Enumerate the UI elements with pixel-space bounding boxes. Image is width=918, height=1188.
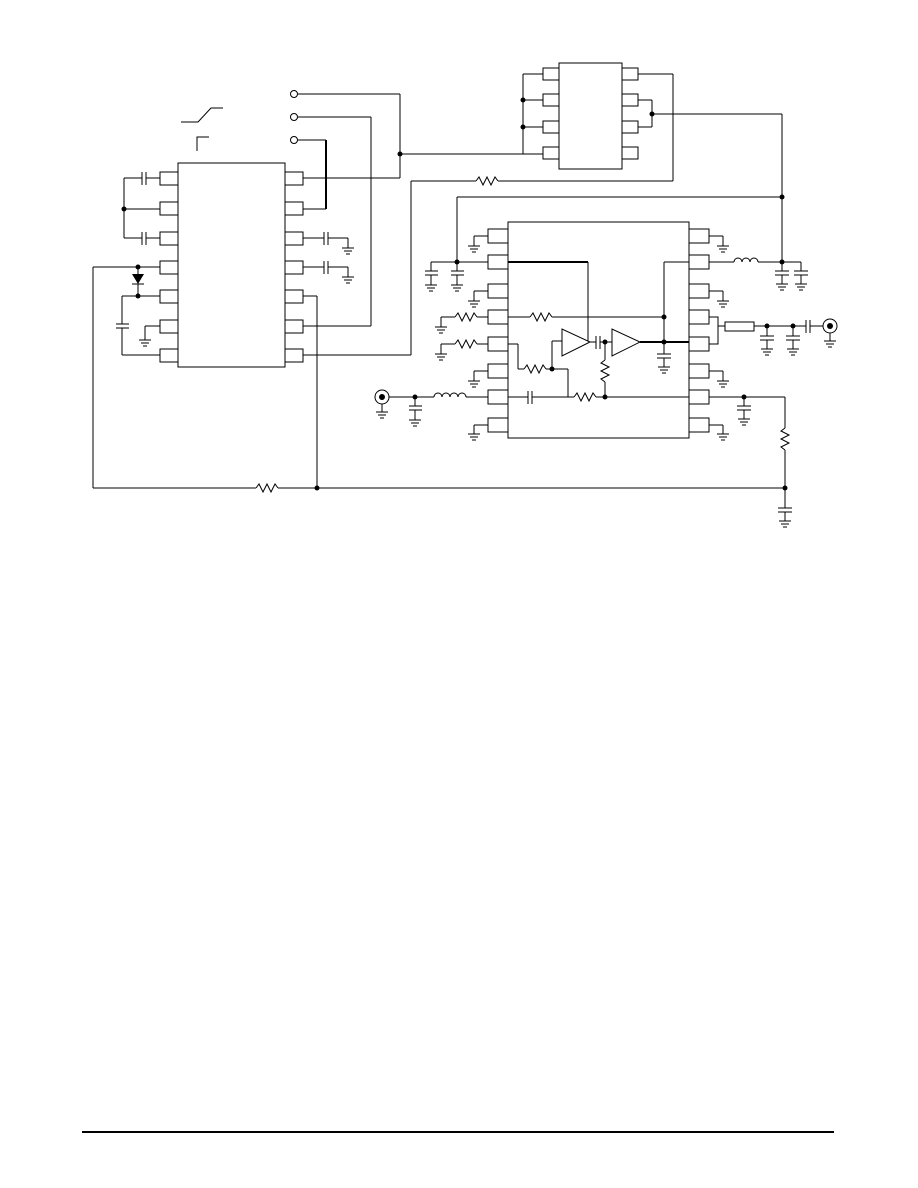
- capacitor-icon: [805, 320, 811, 333]
- diode-icon: [132, 267, 144, 296]
- resistor-icon: [454, 311, 478, 323]
- capacitor-icon: [116, 323, 129, 329]
- resistor-icon: [573, 391, 597, 403]
- ic-top-right: [542, 62, 639, 170]
- capacitor-icon: [425, 270, 438, 276]
- amplifier-icon: [561, 328, 592, 357]
- inductor-icon: [733, 257, 759, 263]
- capacitor-icon: [141, 172, 147, 185]
- center-ic-left-network: [374, 235, 488, 441]
- resistor-icon: [454, 338, 478, 350]
- amplifier-icon: [611, 328, 642, 357]
- ic-left: [159, 162, 304, 368]
- capacitor-icon: [760, 335, 774, 341]
- capacitor-icon: [323, 232, 329, 245]
- resistor-icon: [779, 427, 791, 451]
- capacitor-icon: [409, 405, 422, 411]
- center-ic-right-network: [709, 235, 838, 528]
- capacitor-icon: [794, 270, 808, 276]
- resistor-icon: [475, 175, 499, 187]
- left-ic-right-caps: [303, 175, 673, 488]
- capacitor-icon: [786, 335, 800, 341]
- capacitor-icon: [775, 270, 789, 276]
- terminal-icon: [290, 90, 298, 144]
- capacitor-icon: [451, 270, 464, 276]
- resistor-icon: [523, 363, 547, 375]
- left-ic-left-network: [92, 172, 788, 494]
- capacitor-icon: [778, 507, 792, 513]
- capacitor-icon: [323, 261, 329, 274]
- footer-rule: [82, 1131, 834, 1133]
- center-ic-internals: [508, 261, 689, 404]
- resistor-icon: [255, 482, 279, 494]
- switch-icon: [181, 107, 223, 151]
- transmission-line: [724, 321, 755, 332]
- capacitor-icon: [737, 405, 751, 411]
- ic-center: [487, 221, 710, 439]
- capacitor-icon: [141, 232, 147, 245]
- resistor-icon: [599, 359, 611, 383]
- resistor-icon: [529, 311, 553, 323]
- inductor-icon: [433, 392, 467, 398]
